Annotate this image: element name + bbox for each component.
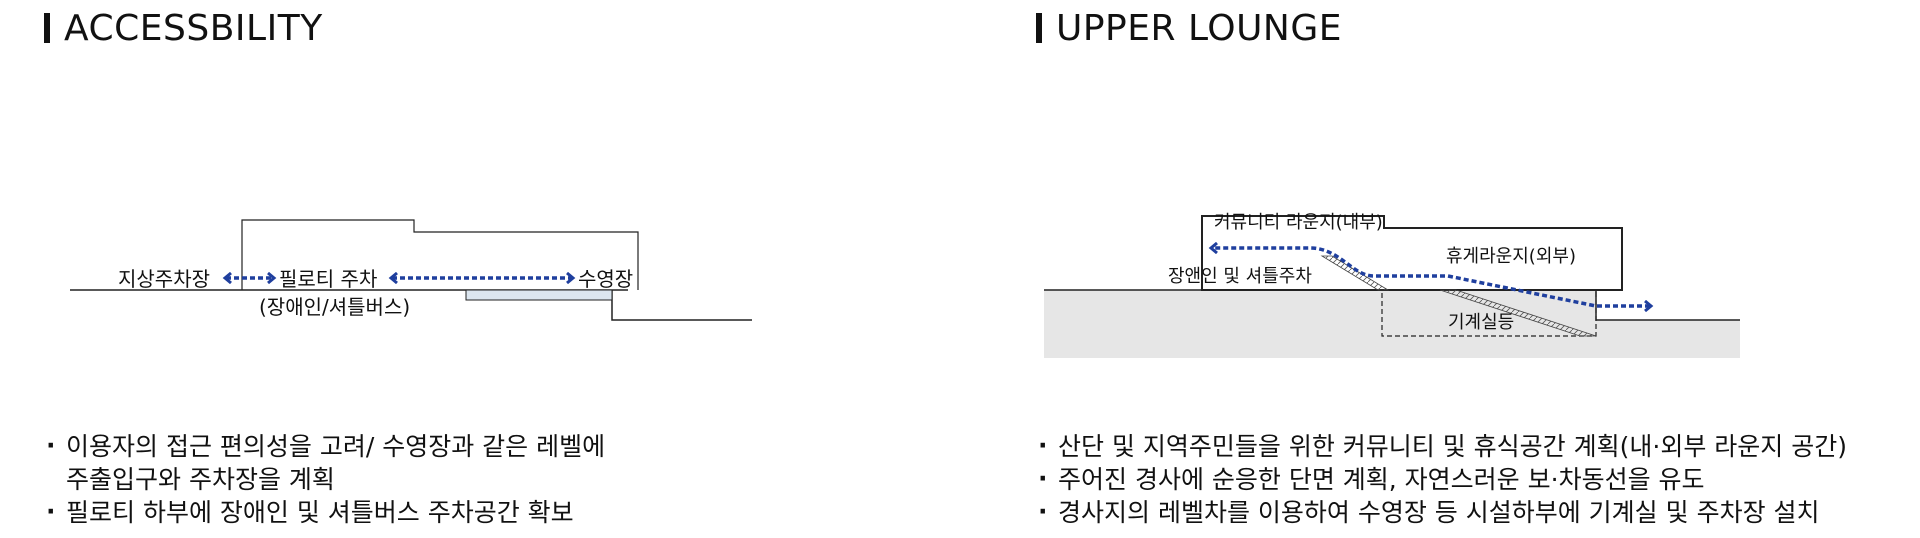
accessibility-title: ACCESSBILITY [44, 8, 323, 49]
pool-slab [465, 289, 613, 301]
upper-lounge-title-text: UPPER LOUNGE [1056, 8, 1343, 49]
label-machine-room: 기계실등 [1448, 312, 1514, 333]
accessibility-bullets: 이용자의 접근 편의성을 고려/ 수영장과 같은 레벨에 주출입구와 주차장을 … [44, 429, 605, 529]
title-bar-marker [1036, 13, 1042, 43]
upper-lounge-bullets: 산단 및 지역주민들을 위한 커뮤니티 및 휴식공간 계획(내·외부 라운지 공… [1036, 429, 1847, 529]
bullet-item-continuation: 주출입구와 주차장을 계획 [66, 465, 335, 494]
label-community-lounge: 커뮤니티 라운지(내부) [1214, 212, 1383, 233]
accessibility-section: 지상주차장 필로티 주차 (장애인/셔틀버스) 수영장 [70, 219, 752, 321]
upper-lounge-section: 커뮤니티 라운지(내부) 휴게라운지(외부) 장앤인 및 셔틀주차 기계실등 [1044, 212, 1740, 358]
bullet-item: 이용자의 접근 편의성을 고려/ 수영장과 같은 레벨에 [44, 429, 605, 463]
building-mass-outline [241, 219, 639, 290]
label-rest-lounge: 휴게라운지(외부) [1446, 246, 1576, 267]
title-bar-marker [44, 13, 50, 43]
label-piloti-parking: 필로티 주차 [279, 267, 377, 291]
ground-mass [1044, 290, 1740, 358]
bullet-item: 산단 및 지역주민들을 위한 커뮤니티 및 휴식공간 계획(내·외부 라운지 공… [1036, 429, 1847, 463]
label-accessible-parking: 장앤인 및 셔틀주차 [1168, 266, 1312, 287]
bullet-item: 경사지의 레벨차를 이용하여 수영장 등 시설하부에 기계실 및 주차장 설치 [1036, 495, 1847, 529]
ground-line-step [611, 290, 752, 321]
bullet-item: 주어진 경사에 순응한 단면 계획, 자연스러운 보·차동선을 유도 [1036, 462, 1847, 496]
bullet-item: 필로티 하부에 장애인 및 셔틀버스 주차공간 확보 [44, 495, 605, 529]
accessibility-title-text: ACCESSBILITY [64, 8, 323, 49]
label-piloti-sub: (장애인/셔틀버스) [259, 295, 410, 319]
label-ground-parking: 지상주차장 [118, 267, 210, 291]
arrow-lounge-flow [1212, 248, 1650, 306]
label-pool: 수영장 [578, 267, 633, 291]
upper-lounge-title: UPPER LOUNGE [1036, 8, 1342, 49]
